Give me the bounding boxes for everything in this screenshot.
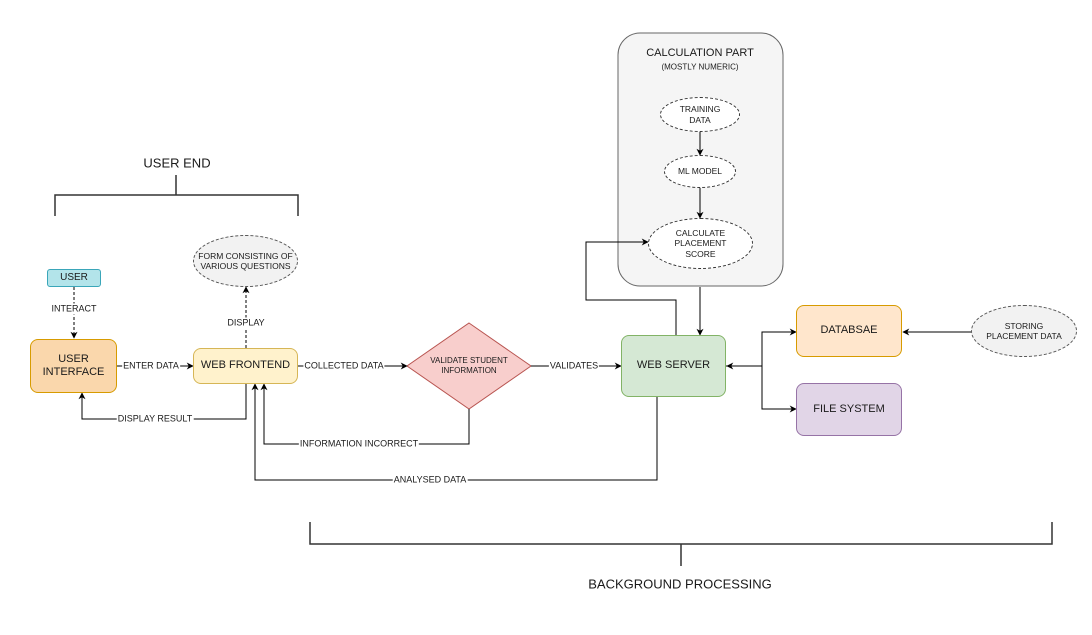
- calculate-score-label: CALCULATE PLACEMENT SCORE: [674, 228, 727, 259]
- storing-placement-label: STORING PLACEMENT DATA: [986, 320, 1062, 341]
- display-label: DISPLAY: [226, 317, 266, 329]
- edge-server-to-calculate: [585, 238, 677, 335]
- display-result-label: DISPLAY RESULT: [116, 413, 194, 425]
- calculation-part-subtitle: (MOSTLY NUMERIC): [661, 62, 739, 72]
- edge-server-to-filesystem: [761, 366, 797, 413]
- interact-label: INTERACT: [50, 303, 98, 315]
- edge-server-to-database: [726, 328, 797, 367]
- file-system-node: FILE SYSTEM: [796, 383, 902, 436]
- user-end-bracket: [54, 175, 299, 216]
- calculation-part-title: CALCULATION PART: [646, 47, 754, 59]
- database-node: DATABSAE: [796, 305, 902, 357]
- validate-student-node: VALIDATE STUDENT INFORMATION: [419, 348, 519, 384]
- web-frontend-node: WEB FRONTEND: [193, 348, 298, 384]
- user-interface-node: USER INTERFACE: [30, 339, 117, 393]
- user-node-label: USER: [60, 272, 88, 283]
- enter-data-label: ENTER DATA: [122, 360, 180, 372]
- file-system-label: FILE SYSTEM: [813, 402, 885, 415]
- training-data-node: TRAINING DATA: [660, 97, 740, 132]
- user-end-title: USER END: [143, 155, 211, 171]
- edge-information-incorrect: [260, 383, 470, 445]
- form-questions-node: FORM CONSISTING OF VARIOUS QUESTIONS: [193, 235, 298, 287]
- ml-model-node: ML MODEL: [664, 155, 736, 188]
- validates-label: VALIDATES: [548, 360, 600, 372]
- collected-data-label: COLLECTED DATA: [303, 360, 385, 372]
- validate-student-label: VALIDATE STUDENT INFORMATION: [430, 356, 508, 375]
- web-server-label: WEB SERVER: [636, 359, 711, 372]
- web-frontend-label: WEB FRONTEND: [200, 359, 291, 372]
- background-processing-title: BACKGROUND PROCESSING: [588, 576, 772, 592]
- user-node: USER: [47, 269, 101, 287]
- storing-placement-node: STORING PLACEMENT DATA: [971, 305, 1077, 357]
- information-incorrect-label: INFORMATION INCORRECT: [298, 438, 420, 450]
- database-label: DATABSAE: [820, 324, 878, 337]
- ml-model-label: ML MODEL: [677, 166, 723, 177]
- training-data-label: TRAINING DATA: [679, 104, 721, 125]
- analysed-data-label: ANALYSED DATA: [392, 474, 468, 486]
- form-questions-label: FORM CONSISTING OF VARIOUS QUESTIONS: [198, 250, 293, 271]
- background-bracket: [309, 522, 1053, 566]
- user-interface-label: USER INTERFACE: [42, 352, 105, 378]
- web-server-node: WEB SERVER: [621, 335, 726, 397]
- calculate-score-node: CALCULATE PLACEMENT SCORE: [648, 218, 753, 269]
